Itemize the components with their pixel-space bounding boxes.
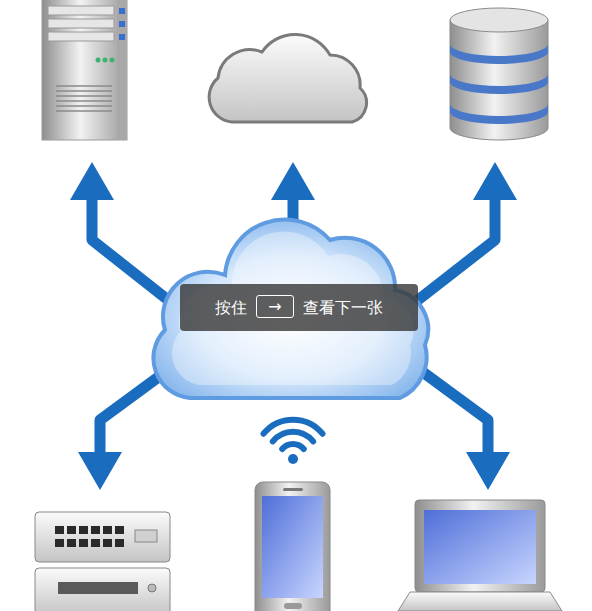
router-unit: [35, 568, 170, 611]
led: [110, 58, 115, 63]
indicator: [119, 21, 125, 27]
key-box: →: [256, 295, 294, 318]
db-band: [450, 74, 548, 94]
vent: [56, 86, 112, 111]
laptop-icon: [398, 500, 562, 611]
key-arrow: →: [257, 296, 293, 317]
speaker: [283, 488, 303, 491]
ports: [55, 526, 124, 547]
db-band: [450, 104, 548, 124]
server-body: [42, 0, 127, 140]
db-top: [450, 8, 548, 32]
server-icon: [42, 0, 127, 140]
cloud-icon: [209, 34, 366, 122]
indicator: [119, 8, 125, 14]
arrow-shaft: [92, 196, 168, 300]
overlay-bar: 按住 查看下一张 →: [180, 284, 418, 331]
arrow-head: [466, 452, 510, 490]
phone-screen: [262, 496, 323, 598]
arrow-head: [78, 452, 122, 490]
drive-bay: [48, 6, 114, 15]
laptop-lid: [415, 500, 545, 592]
arrow-head: [271, 162, 315, 200]
knob: [148, 584, 156, 592]
drive-bay: [48, 19, 114, 28]
phone-icon: [255, 482, 330, 611]
arrow-shafts: [92, 196, 495, 456]
arrow-head: [70, 162, 114, 200]
arrow-head: [473, 162, 517, 200]
uplink-port: [135, 530, 157, 542]
arrow-shaft: [100, 370, 168, 456]
db-body: [450, 20, 548, 140]
switch-unit: [35, 512, 170, 562]
switch-icon: [35, 512, 170, 611]
arrow-heads: [70, 162, 517, 490]
arrow-shaft: [418, 196, 495, 300]
led: [103, 58, 108, 63]
overlay-text: 按住: [215, 284, 247, 331]
server-side: [117, 0, 127, 140]
wifi-dot: [288, 454, 298, 464]
overlay-text: 查看下一张: [303, 284, 383, 331]
wifi-arc: [282, 444, 304, 449]
led: [96, 58, 101, 63]
indicator: [119, 34, 125, 40]
wifi-symbol: [264, 420, 323, 449]
drive-bay: [48, 32, 114, 41]
wifi-arc: [264, 420, 323, 434]
center-cloud: [153, 219, 428, 398]
home-button: [284, 603, 302, 609]
vent-grill: [58, 582, 138, 594]
laptop-base: [398, 592, 562, 611]
phone-body: [255, 482, 330, 611]
wifi-arc: [273, 432, 313, 442]
laptop-screen: [424, 510, 536, 584]
db-band: [450, 44, 548, 64]
arrow-shaft: [420, 370, 488, 456]
database-icon: [450, 8, 548, 140]
